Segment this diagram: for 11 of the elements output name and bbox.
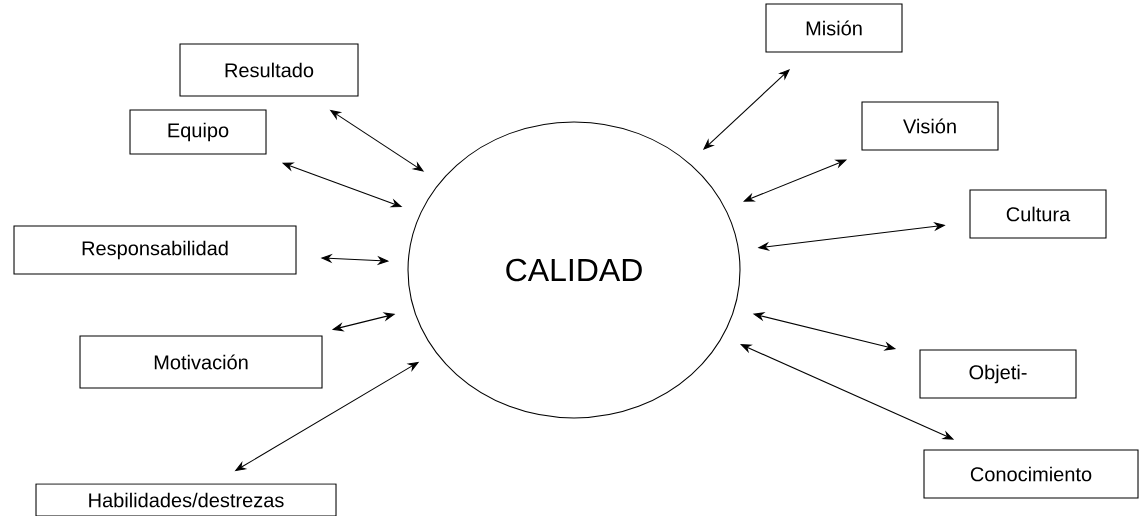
text-box: Resultado [179, 43, 359, 97]
text-box: Conocimiento [923, 449, 1139, 499]
text-box: Misión [765, 3, 903, 53]
text-box: Habilidades/destrezas [35, 483, 337, 516]
text-box: Responsabilidad [13, 225, 297, 275]
text-box: Objeti- [919, 349, 1077, 399]
text-box: Visión [861, 101, 999, 151]
text-box: Equipo [129, 109, 267, 155]
ellipse-node: CALIDAD [407, 121, 741, 419]
text-box: Cultura [969, 189, 1107, 239]
text-box: Motivación [79, 335, 323, 389]
